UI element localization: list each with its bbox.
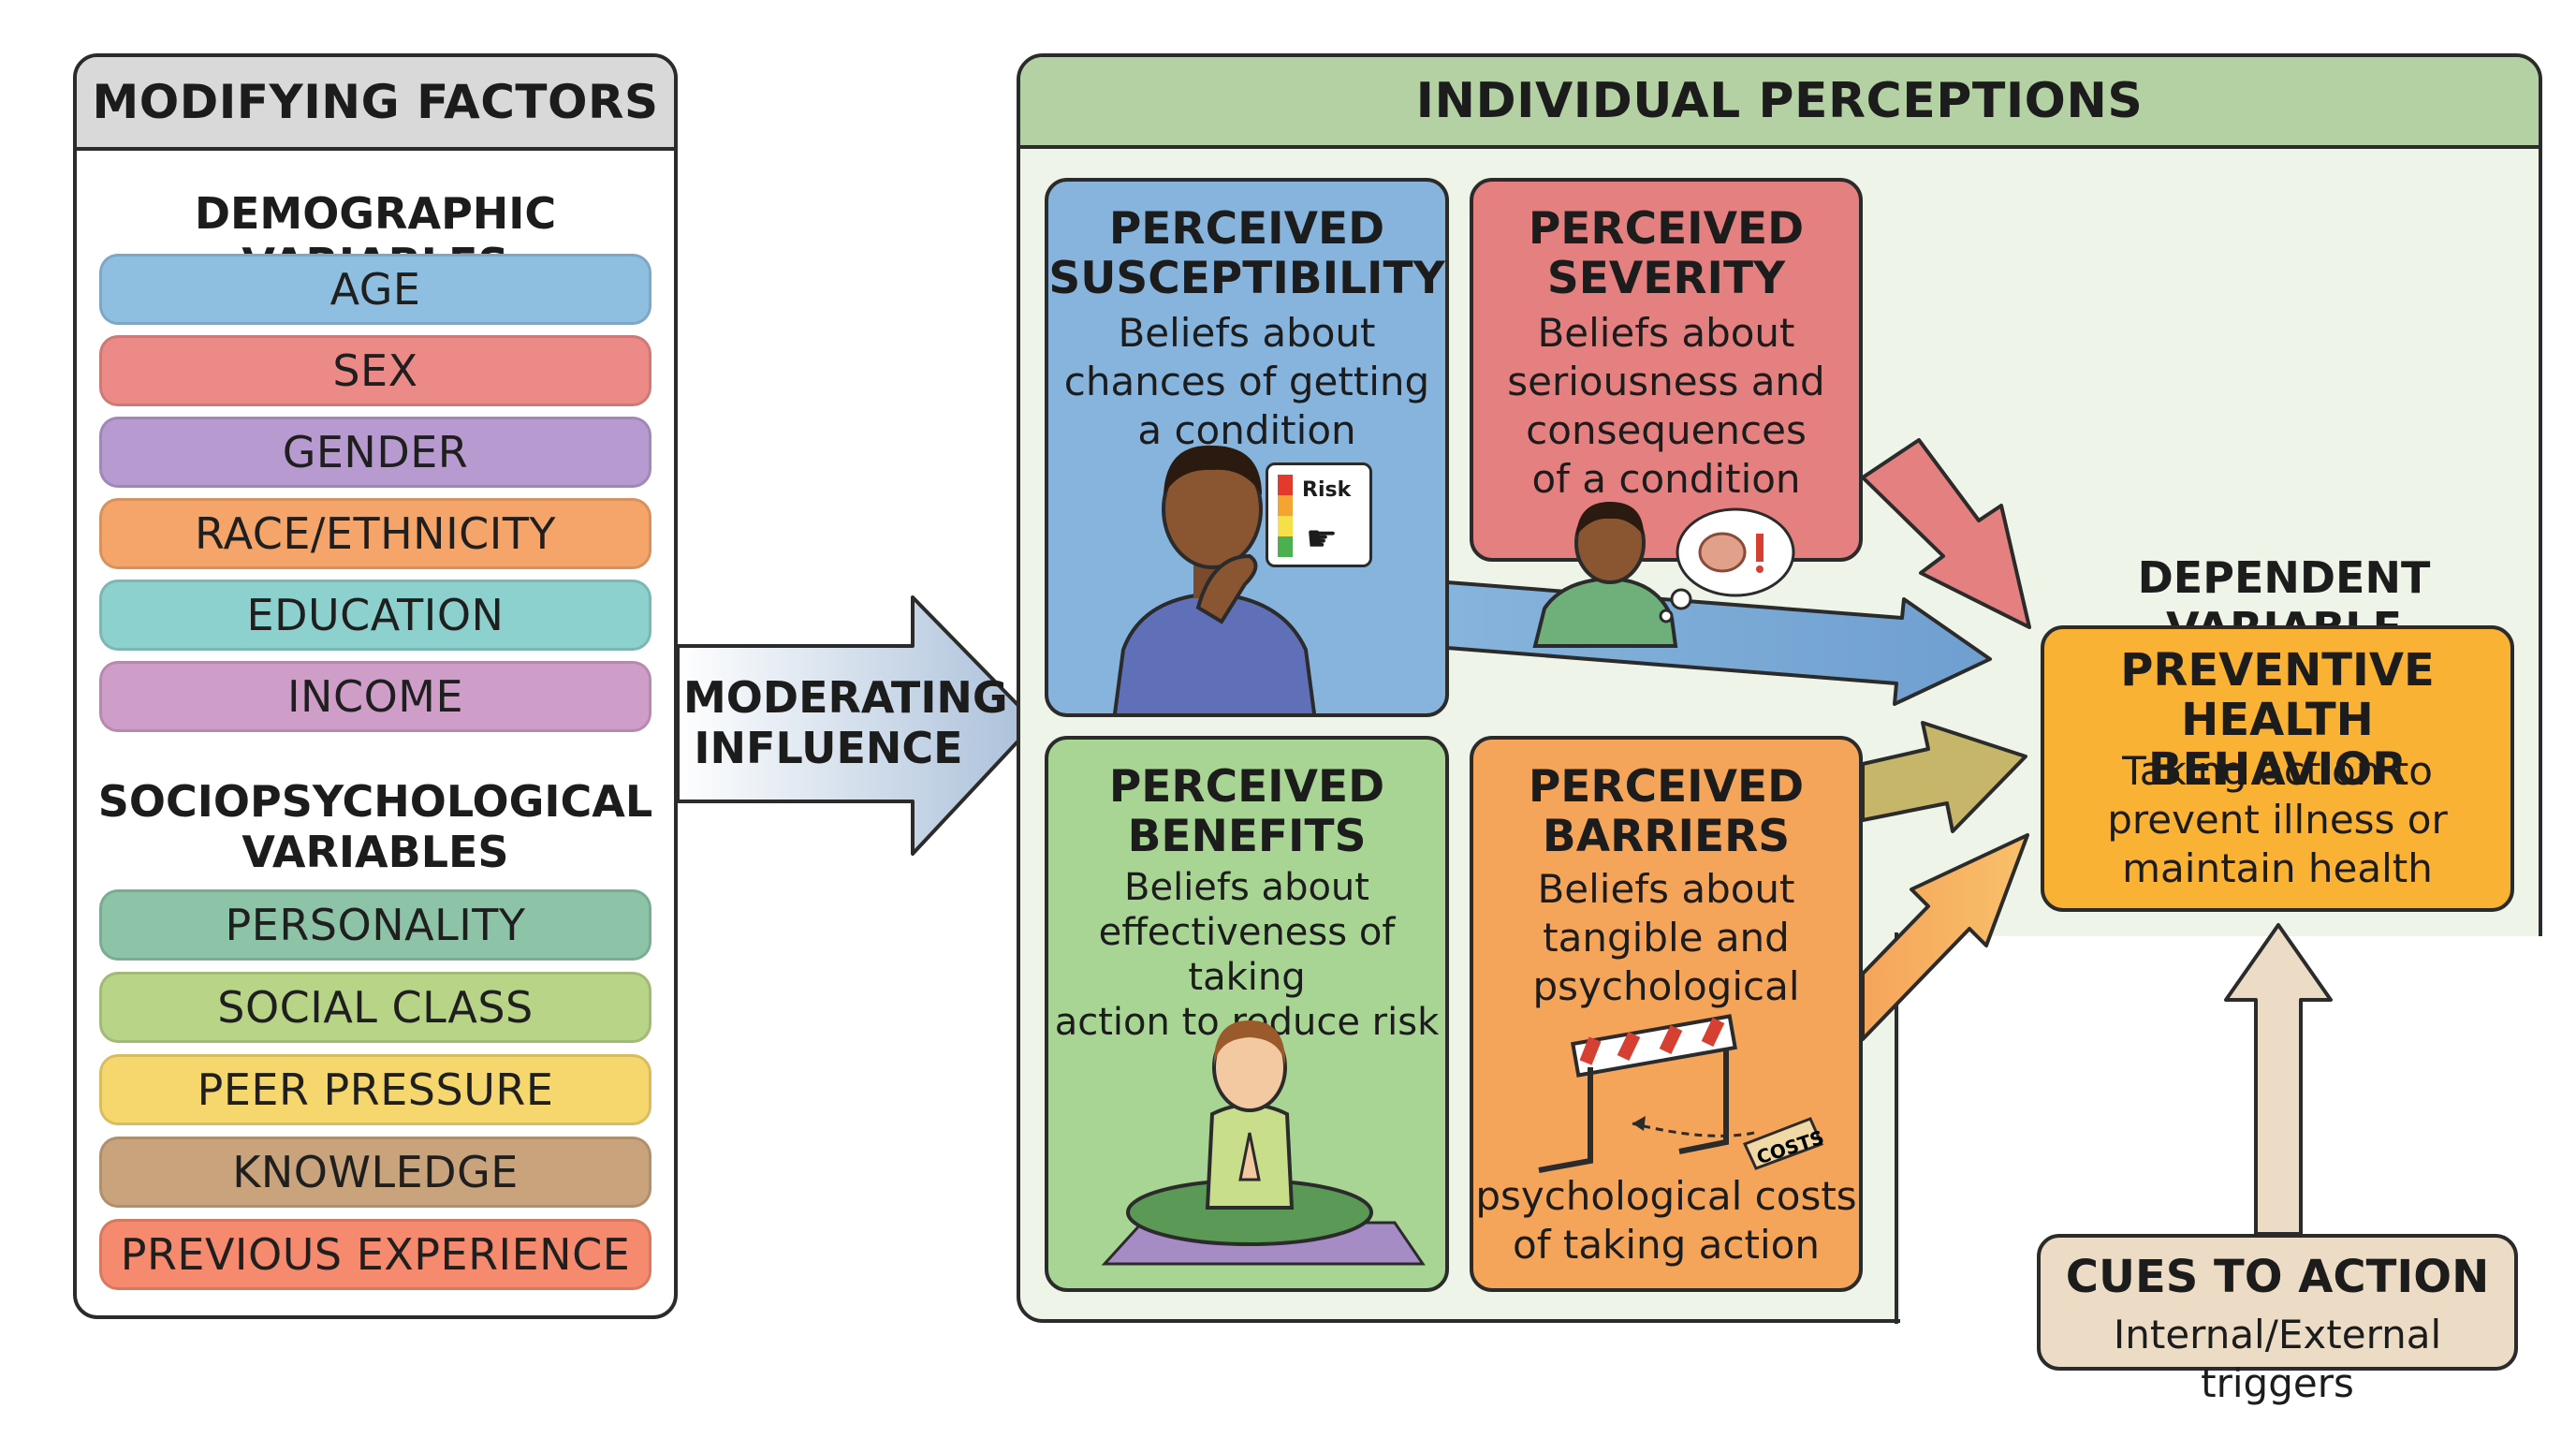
individual-perceptions-title: INDIVIDUAL PERCEPTIONS bbox=[1020, 57, 2539, 149]
factor-label: PERSONALITY bbox=[225, 900, 526, 950]
barriers-title: PERCEIVED BARRIERS bbox=[1473, 762, 1859, 861]
factor-label: GENDER bbox=[282, 427, 469, 477]
sociopsychological-variables-title: SOCIOPSYCHOLOGICAL VARIABLES bbox=[77, 776, 674, 877]
moderating-line1: MODERATING bbox=[683, 672, 1008, 723]
title-line: PERCEIVED bbox=[1528, 203, 1805, 255]
factor-label: SOCIAL CLASS bbox=[217, 982, 534, 1033]
moderating-arrow bbox=[676, 595, 1037, 856]
severity-description: Beliefs about seriousness and consequenc… bbox=[1473, 309, 1859, 504]
meditation-illustration bbox=[1101, 1020, 1426, 1266]
desc-line: psychological costs bbox=[1475, 1173, 1857, 1219]
title-line: PERCEIVED bbox=[1528, 761, 1805, 813]
modifying-factors-panel: MODIFYING FACTORS DEMOGRAPHIC VARIABLES … bbox=[73, 53, 678, 1319]
factor-label: PEER PRESSURE bbox=[197, 1064, 554, 1115]
cues-to-action-box: CUES TO ACTION Internal/External trigger… bbox=[2037, 1234, 2518, 1406]
modifying-factors-title: MODIFYING FACTORS bbox=[77, 57, 674, 151]
hurdle-illustration: COSTS bbox=[1538, 1014, 1827, 1173]
cues-description: Internal/External triggers bbox=[2113, 1312, 2442, 1406]
factor-label: EDUCATION bbox=[246, 590, 505, 640]
factor-label: SEX bbox=[332, 345, 418, 396]
desc-line: of a condition bbox=[1531, 456, 1801, 502]
desc-line: Beliefs about bbox=[1537, 866, 1795, 912]
socio-title-line1: SOCIOPSYCHOLOGICAL bbox=[97, 776, 653, 827]
susceptibility-title: PERCEIVED SUSCEPTIBILITY bbox=[1048, 204, 1445, 303]
barriers-arrow bbox=[1861, 833, 2029, 1041]
susceptibility-arrow bbox=[1445, 580, 1992, 706]
factor-label: KNOWLEDGE bbox=[232, 1147, 519, 1197]
factor-gender: GENDER bbox=[99, 417, 651, 488]
moderating-line2: INFLUENCE bbox=[694, 723, 963, 773]
susceptibility-description: Beliefs about chances of getting a condi… bbox=[1048, 309, 1445, 455]
behavior-description: Taking action to prevent illness or main… bbox=[2044, 747, 2510, 893]
moderating-influence-label: MODERATING INFLUENCE bbox=[683, 672, 1008, 773]
desc-line: seriousness and bbox=[1507, 359, 1825, 404]
desc-line: chances of getting bbox=[1063, 359, 1430, 404]
factor-label: RACE/ETHNICITY bbox=[194, 508, 557, 559]
factor-social-class: SOCIAL CLASS bbox=[99, 972, 651, 1043]
pointing-hand-icon: ☛ bbox=[1306, 518, 1339, 559]
desc-line: Beliefs about bbox=[1118, 310, 1376, 356]
behavior-title: PREVENTIVE HEALTH BEHAVIOR bbox=[2044, 646, 2510, 795]
title-line: BARRIERS bbox=[1542, 811, 1791, 862]
desc-line: prevent illness or bbox=[2107, 797, 2448, 843]
factor-peer-pressure: PEER PRESSURE bbox=[99, 1054, 651, 1125]
factor-knowledge: KNOWLEDGE bbox=[99, 1137, 651, 1208]
barriers-description-bottom: psychological costs of taking action bbox=[1473, 1172, 1859, 1269]
risk-card: Risk ☛ bbox=[1266, 462, 1372, 567]
factor-age: AGE bbox=[99, 254, 651, 325]
factor-label: PREVIOUS EXPERIENCE bbox=[120, 1229, 631, 1280]
title-line: PREVENTIVE bbox=[2120, 644, 2435, 697]
risk-meter-icon bbox=[1278, 475, 1293, 557]
desc-line: psychological bbox=[1532, 963, 1800, 1009]
title-line: PERCEIVED bbox=[1108, 761, 1385, 813]
perceived-severity-box: PERCEIVED SEVERITY Beliefs about serious… bbox=[1470, 178, 1863, 562]
preventive-health-behavior-box: PREVENTIVE HEALTH BEHAVIOR Taking action… bbox=[2041, 625, 2514, 912]
title-line: PERCEIVED bbox=[1108, 203, 1385, 255]
benefits-arrow bbox=[1861, 721, 2027, 833]
factor-previous-experience: PREVIOUS EXPERIENCE bbox=[99, 1219, 651, 1290]
title-line: HEALTH BEHAVIOR bbox=[2147, 694, 2408, 796]
worried-person-illustration bbox=[1532, 502, 1678, 648]
desc-line: effectiveness of taking bbox=[1098, 911, 1396, 999]
desc-line: of taking action bbox=[1513, 1222, 1820, 1268]
risk-label: Risk bbox=[1302, 478, 1352, 502]
title-line: SEVERITY bbox=[1546, 253, 1786, 304]
desc-line: Beliefs about bbox=[1537, 310, 1795, 356]
desc-line: a condition bbox=[1137, 407, 1356, 453]
panel-notch-border bbox=[1895, 932, 1898, 1324]
socio-title-line2: VARIABLES bbox=[242, 827, 509, 877]
cues-title: CUES TO ACTION bbox=[2065, 1251, 2490, 1303]
severity-title: PERCEIVED SEVERITY bbox=[1473, 204, 1859, 303]
desc-line: tangible and bbox=[1543, 915, 1790, 961]
severity-arrow bbox=[1861, 438, 2031, 629]
hurdle-icon bbox=[1538, 1014, 1737, 1173]
title-line: BENEFITS bbox=[1127, 811, 1367, 862]
desc-line: Beliefs about bbox=[1124, 866, 1369, 909]
barriers-description: Beliefs about tangible and psychological bbox=[1473, 865, 1859, 1011]
factor-race-ethnicity: RACE/ETHNICITY bbox=[99, 498, 651, 569]
title-line: SUSCEPTIBILITY bbox=[1048, 253, 1445, 304]
desc-line: consequences bbox=[1526, 407, 1807, 453]
cues-arrow bbox=[2224, 923, 2333, 1236]
perceived-benefits-box: PERCEIVED BENEFITS Beliefs about effecti… bbox=[1045, 736, 1449, 1292]
factor-personality: PERSONALITY bbox=[99, 889, 651, 961]
factor-label: INCOME bbox=[286, 671, 464, 722]
desc-line: Taking action to bbox=[2122, 748, 2433, 794]
factor-education: EDUCATION bbox=[99, 580, 651, 651]
thought-bubble-icon bbox=[1659, 507, 1795, 624]
benefits-title: PERCEIVED BENEFITS bbox=[1048, 762, 1445, 861]
perceived-barriers-box: PERCEIVED BARRIERS Beliefs about tangibl… bbox=[1470, 736, 1863, 1292]
factor-sex: SEX bbox=[99, 335, 651, 406]
factor-label: AGE bbox=[329, 264, 421, 315]
desc-line: maintain health bbox=[2122, 845, 2433, 891]
factor-income: INCOME bbox=[99, 661, 651, 732]
perceived-susceptibility-box: PERCEIVED SUSCEPTIBILITY Beliefs about c… bbox=[1045, 178, 1449, 717]
thinking-person-illustration bbox=[1113, 445, 1316, 713]
